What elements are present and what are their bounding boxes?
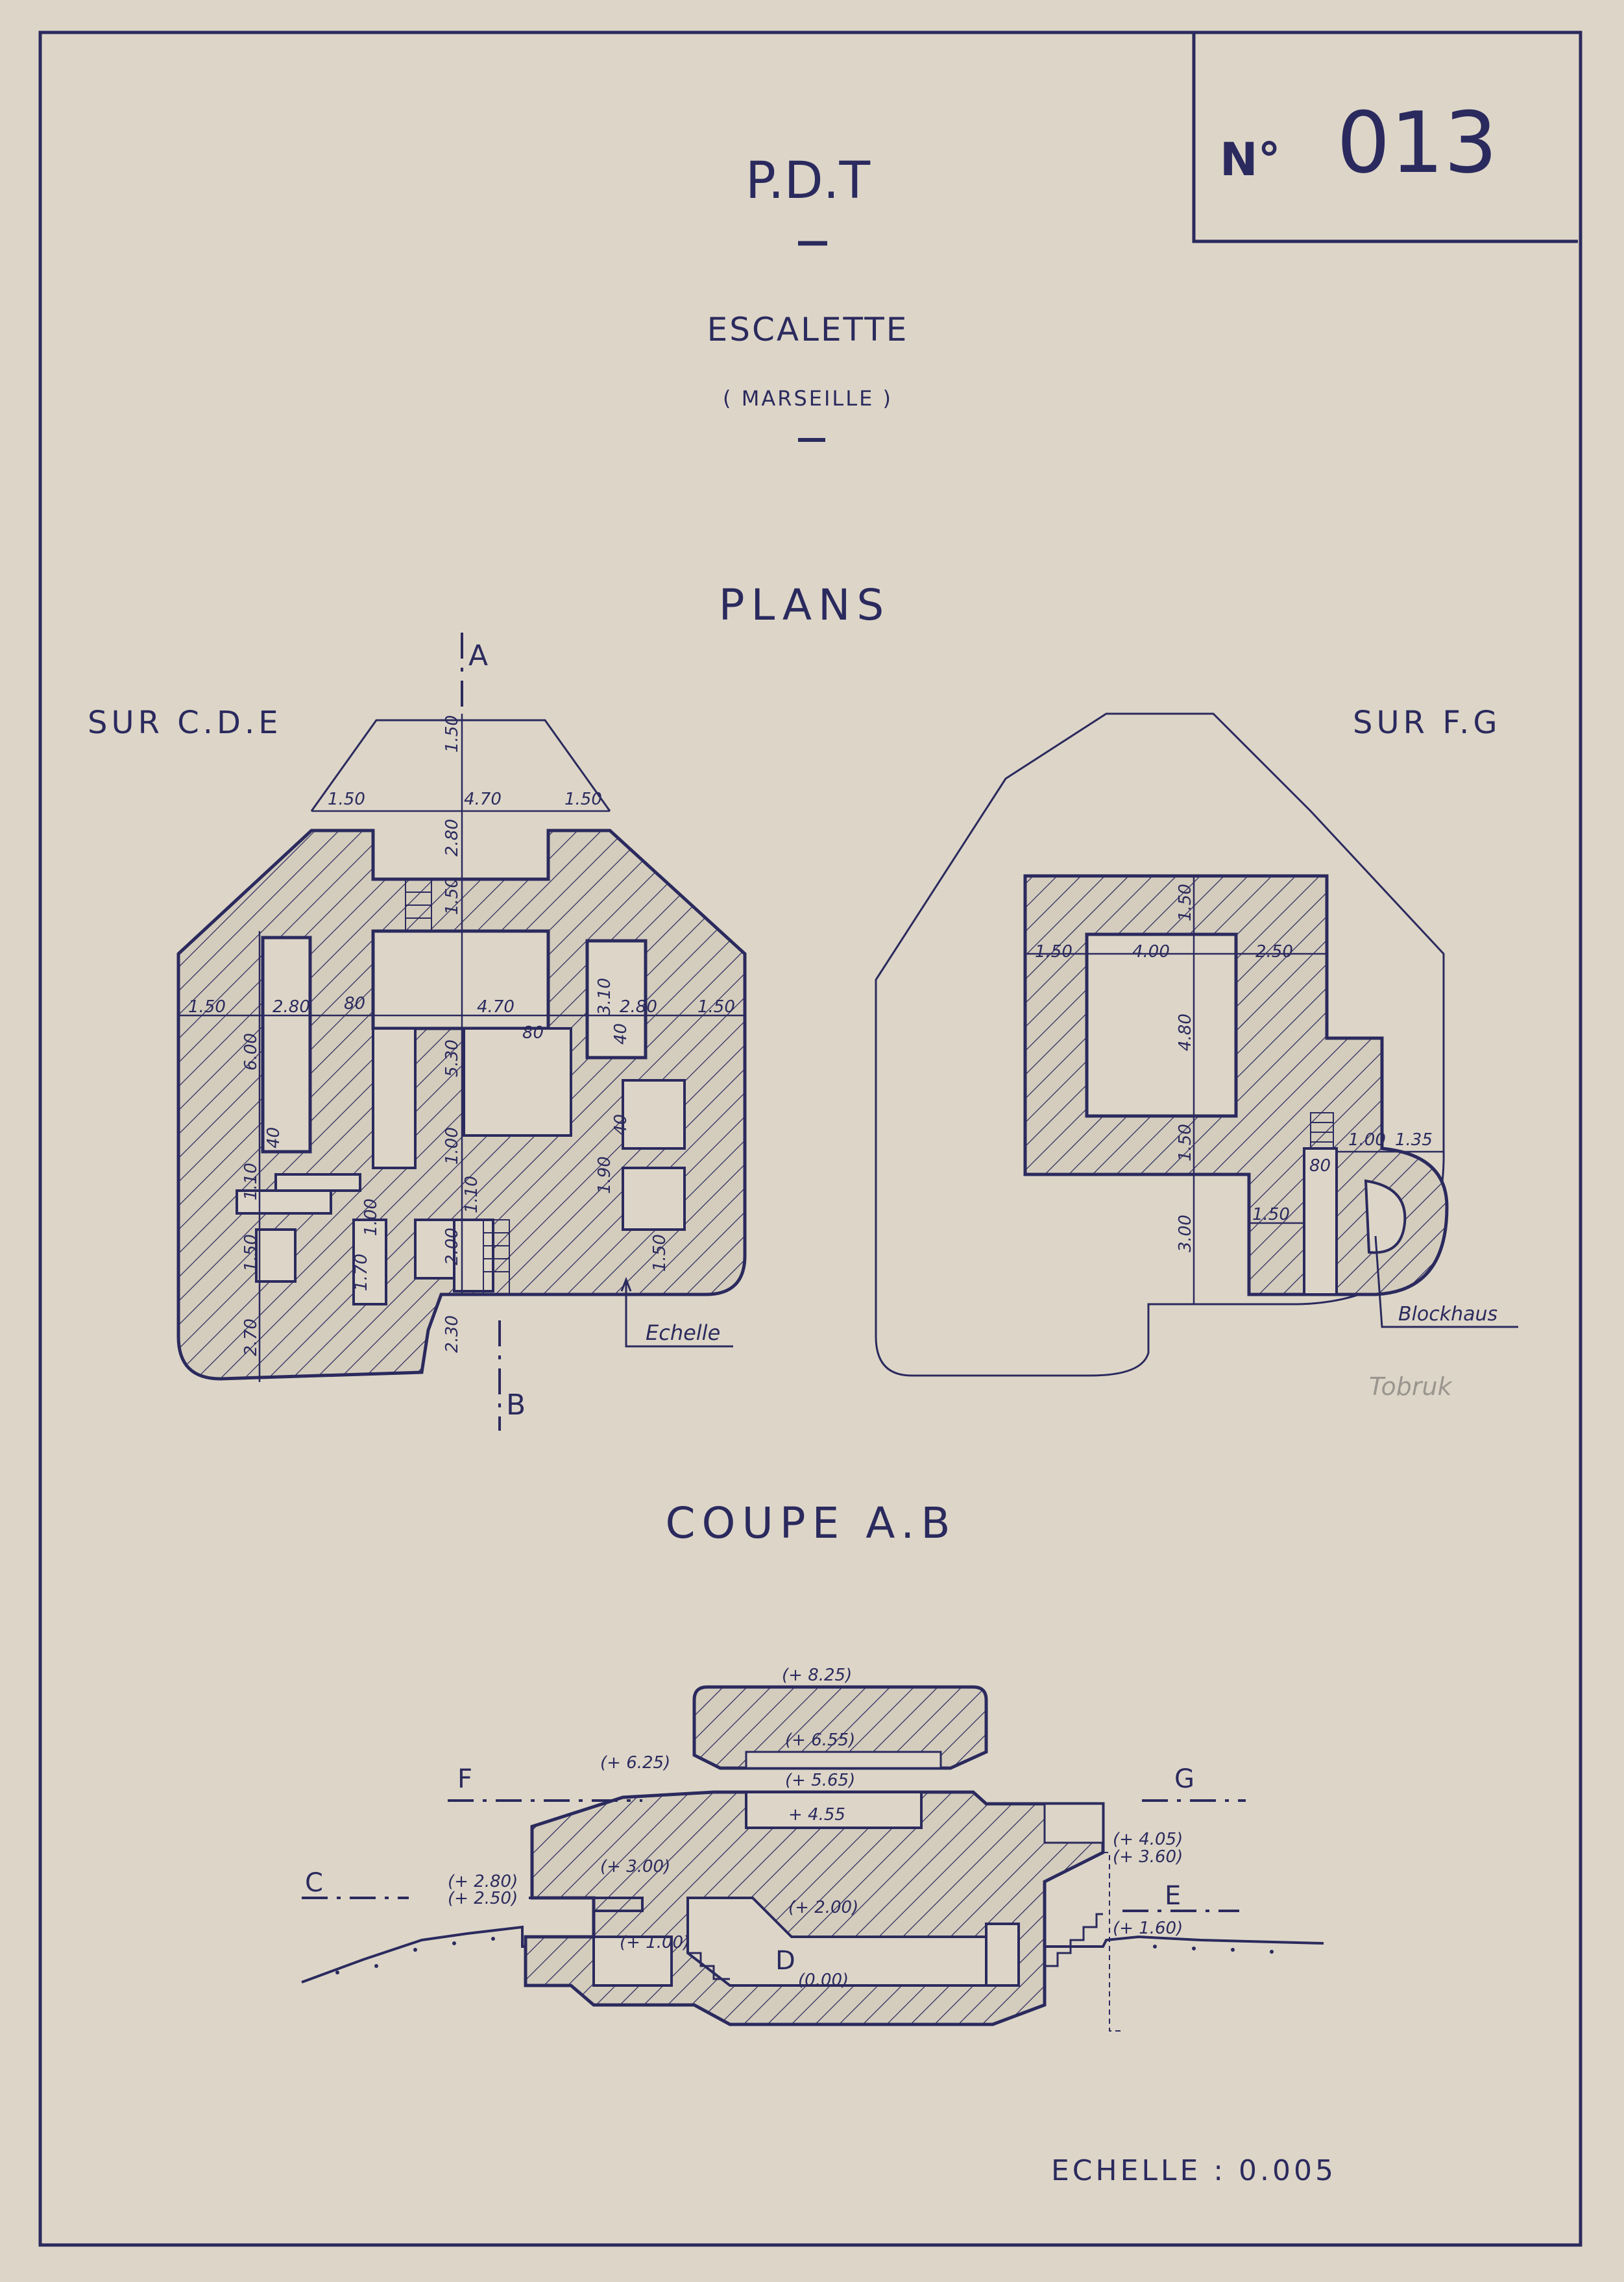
dim-label: 1.50 [650,1234,670,1272]
dim-label: 2.70 [241,1318,261,1356]
dim-label: 2.80 [442,819,462,856]
plan-left-room-east [585,939,648,1060]
dim-label: 1.90 [595,1156,614,1194]
elevation-label: (+ 5.65) [785,1771,855,1790]
title-block: P.D.T ESCALETTE ( MARSEILLE ) [707,152,909,442]
dim-label: 1.50 [1176,884,1195,921]
dim-label: 1.00 [361,1198,381,1236]
marker-g: G [1174,1764,1194,1794]
dim-label: 4.70 [464,790,502,809]
dim-label: 2.00 [442,1228,462,1265]
marker-e: E [1165,1881,1181,1911]
dim-label: 1.50 [1035,942,1073,962]
dim-label: 2.50 [1255,942,1293,962]
section-heading: COUPE A.B [665,1498,956,1548]
elevation-label: (+ 8.25) [782,1666,852,1685]
plan-left: SUR C.D.E A B [88,633,747,1431]
plan-right-blockhaus [1364,1179,1407,1254]
plan-right-room-main [1085,932,1238,1118]
dim-label: 80 [344,994,365,1014]
dim-label: 80 [1309,1156,1331,1176]
plan-left-room-main [371,929,550,1030]
plans-heading: PLANS [719,580,891,630]
dim-label: 1.50 [442,715,462,753]
scale-label: ECHELLE : 0.005 [1051,2154,1337,2187]
dim-label: 1.70 [352,1254,371,1291]
section-a-marker: A [468,639,488,672]
dim-label: 6.00 [241,1033,261,1071]
drawing-frame [38,30,1582,2247]
dim-label: 4.00 [1132,942,1170,962]
dim-label: 1.35 [1395,1130,1433,1150]
plan-left-label: SUR C.D.E [88,705,282,741]
dim-label: 4.80 [1176,1014,1195,1051]
marker-f: F [457,1764,472,1794]
dim-label: 1.50 [241,1234,261,1272]
marker-d: D [775,1946,795,1976]
elevation-label: + 4.55 [788,1805,845,1825]
pencil-note: Tobruk [1369,1372,1453,1401]
section-ab: F G C E D (+ 8.25) (+ 6.55) (+ 6.25) (+ … [301,1666,1324,2032]
number-value: 013 [1337,93,1497,192]
title: P.D.T [745,152,871,210]
elevation-label: (+ 6.25) [600,1753,670,1773]
echelle-note: Echelle [646,1320,720,1345]
dim-label: 1.50 [1176,1124,1195,1161]
number-label: N° [1220,133,1281,186]
elevation-label: (+ 1.00) [620,1933,690,1952]
dim-label: 1.50 [328,790,365,809]
subtitle: ESCALETTE [707,311,909,348]
elevation-label: (+ 1.60) [1113,1919,1183,1938]
ground-line [301,1925,1324,1984]
dim-label: 80 [522,1023,544,1043]
sheet-number-box: N° 013 [1192,34,1578,243]
dim-label: 1.00 [442,1127,462,1165]
roof-slab [692,1685,988,1770]
elevation-label: (+ 3.00) [600,1857,670,1876]
plan-left-stair-south [483,1219,510,1295]
elevation-label: (+ 3.60) [1113,1847,1183,1867]
plan-right-stair [1310,1112,1334,1149]
location: ( MARSEILLE ) [723,386,893,411]
dim-label: 3.10 [595,978,614,1015]
dim-label: 1.50 [564,790,602,809]
dim-label: 1.00 [1348,1130,1386,1150]
dim-label: 40 [611,1023,631,1045]
dim-label: 1.50 [697,997,735,1017]
plan-right-label: SUR F.G [1353,705,1501,741]
section-b-marker: B [506,1389,526,1422]
marker-c: C [305,1868,323,1898]
dim-label: 1.50 [188,997,226,1017]
blockhaus-note: Blockhaus [1398,1303,1497,1326]
dim-label: 2.80 [273,997,310,1017]
elevation-label: (+ 2.00) [788,1898,858,1917]
dim-label: 3.00 [1176,1215,1195,1252]
elevation-label: (+ 6.55) [785,1730,855,1750]
dim-label: 1.10 [241,1163,261,1200]
dim-label: 2.80 [620,997,657,1017]
elevation-label: (+ 2.50) [448,1889,518,1908]
dim-label: 40 [611,1114,631,1135]
dim-label: 4.70 [477,997,515,1017]
elevation-label: (+ 2.80) [448,1872,518,1891]
elevation-label: (0.00) [798,1971,849,1990]
plan-left-stair-north [405,879,432,932]
elevation-label: (+ 4.05) [1113,1830,1183,1849]
dim-label: 2.30 [442,1315,462,1353]
dim-label: 1.50 [442,877,462,915]
dim-label: 40 [264,1127,284,1148]
plan-right: SUR F.G 1.50 4.00 2.50 1.50 4.80 1.50 3.… [875,705,1518,1401]
plan-left-room-west [261,936,312,1154]
dim-label: 5.30 [442,1039,462,1077]
dim-label: 1.50 [1252,1205,1290,1224]
dim-label: 1.10 [462,1176,481,1213]
